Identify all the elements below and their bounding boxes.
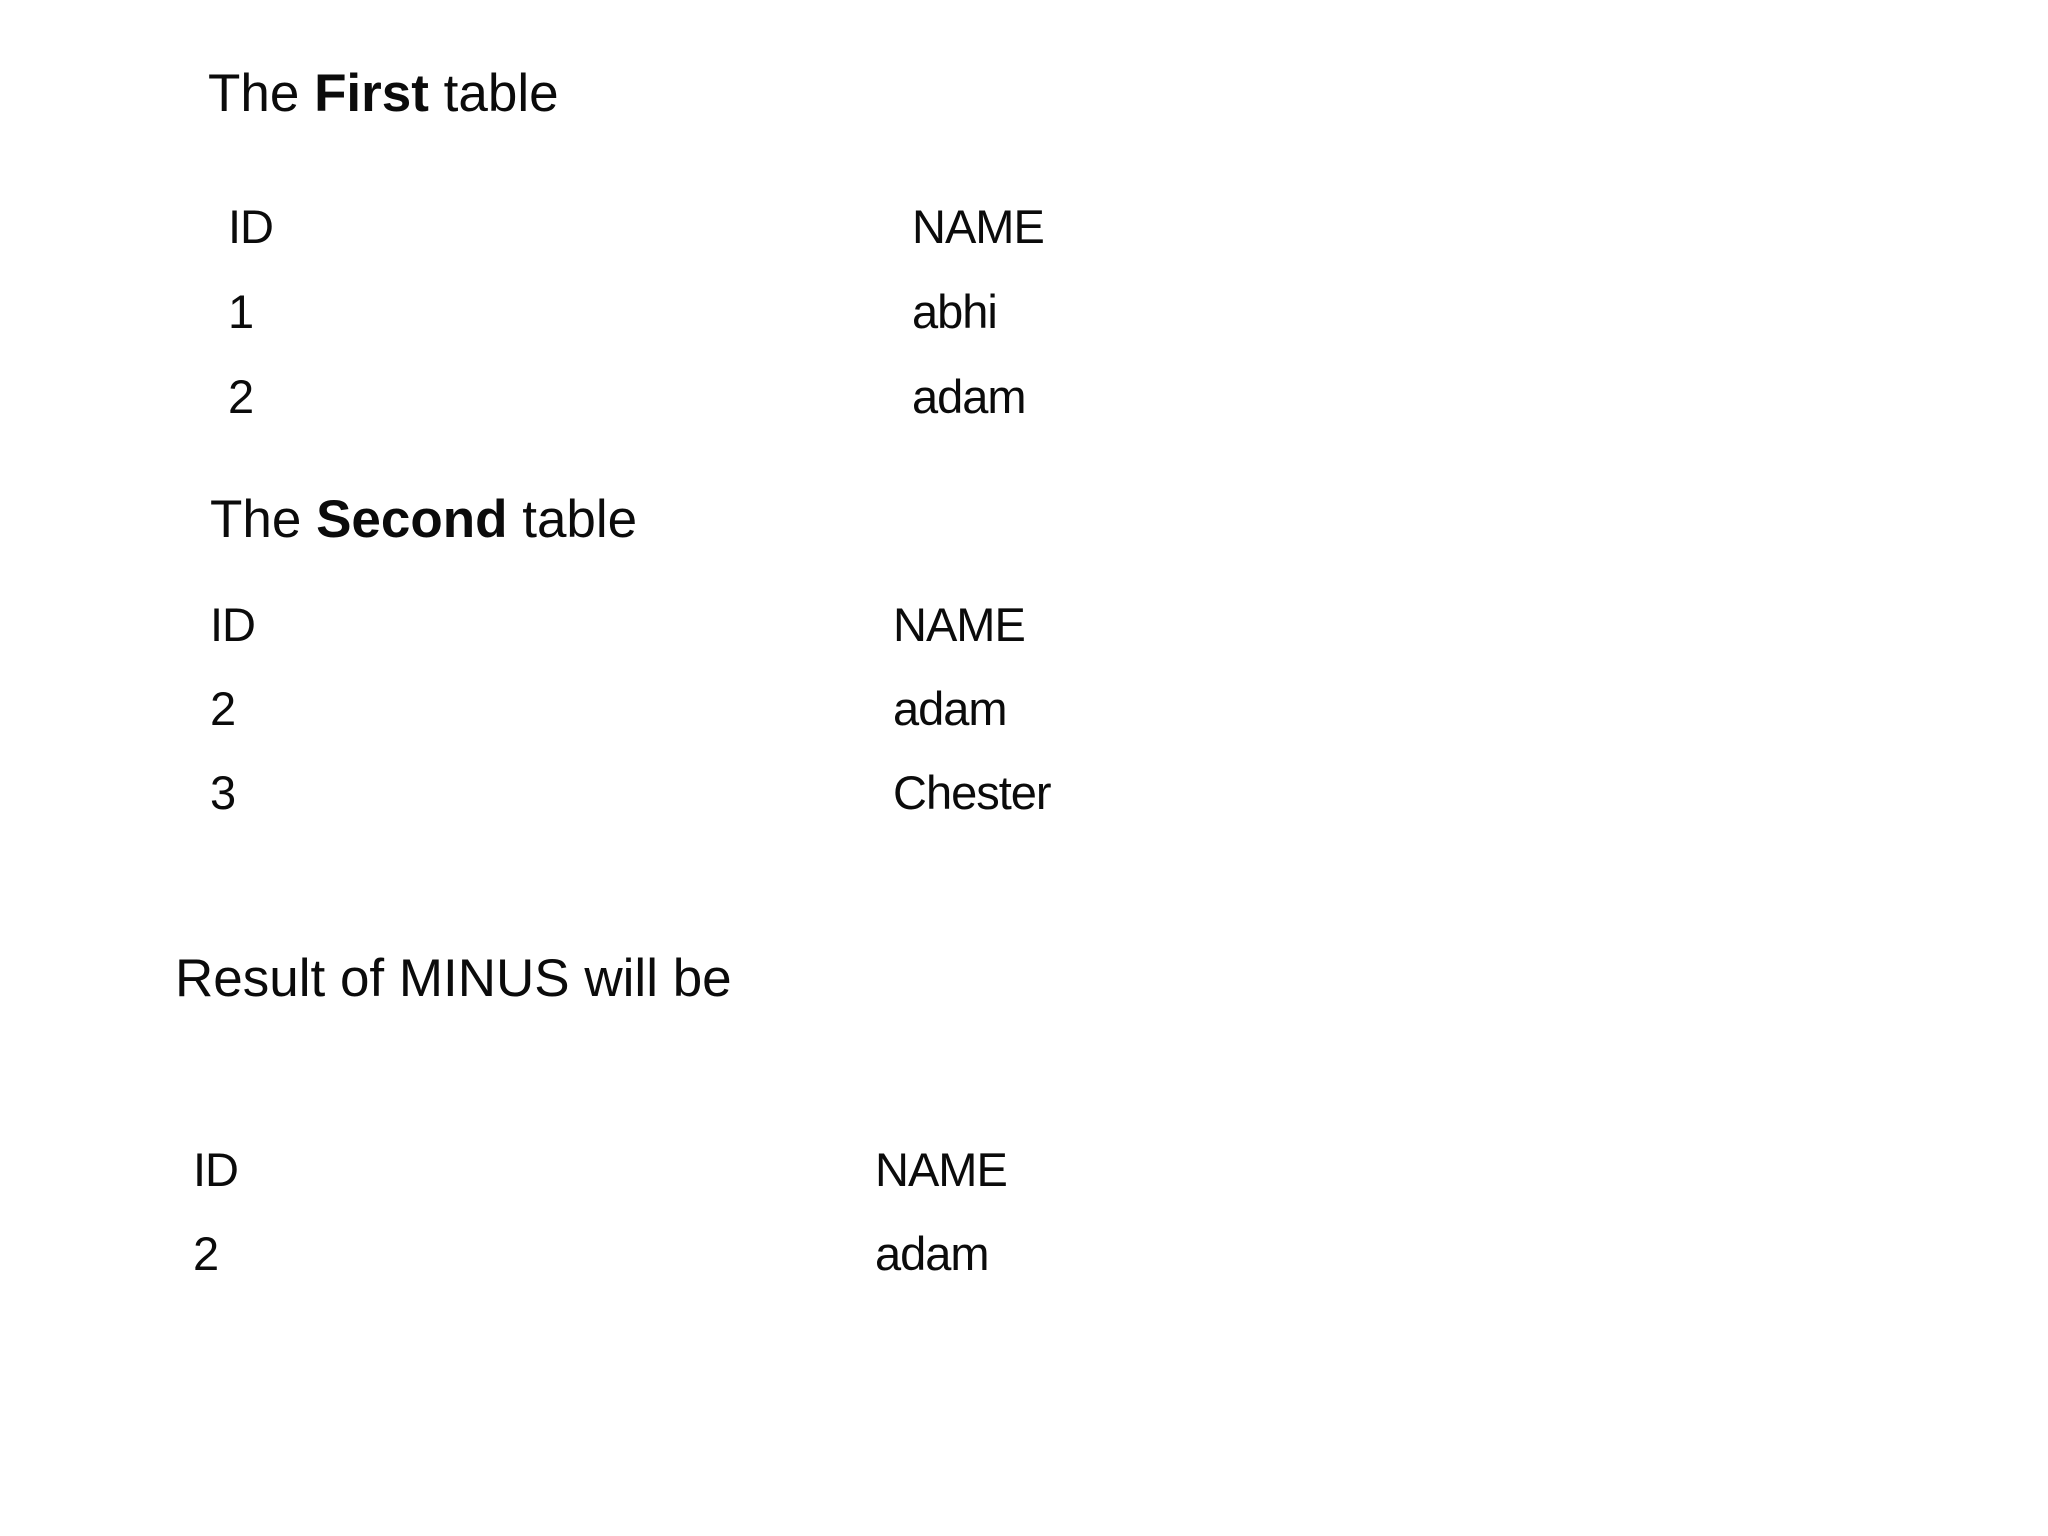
id-cell: 2: [210, 682, 236, 735]
id-cell: 2: [193, 1227, 219, 1280]
heading-suffix: table: [428, 64, 559, 123]
table-row: 2 adam: [210, 685, 1051, 769]
table-header-row: ID NAME: [228, 200, 1045, 288]
table-row: 2 adam: [228, 373, 1044, 458]
result-table: ID NAME 2 adam: [193, 1143, 1008, 1314]
table-row: 1 abhi: [228, 288, 1044, 373]
first-table: ID NAME 1 abhi 2 adam: [228, 200, 1045, 458]
table-header-row: ID NAME: [210, 601, 1051, 685]
id-cell: 2: [228, 370, 254, 423]
name-column-header: NAME: [875, 1143, 1008, 1196]
second-table: ID NAME 2 adam 3 Chester: [210, 601, 1052, 853]
name-cell: adam: [875, 1227, 990, 1280]
name-cell: adam: [912, 370, 1027, 423]
name-column-header: NAME: [912, 200, 1045, 253]
table-row: 2 adam: [193, 1230, 1007, 1314]
id-column-header: ID: [210, 598, 256, 651]
id-cell: 1: [228, 285, 254, 338]
heading-emphasis: Second: [316, 490, 508, 549]
id-column-header: ID: [228, 200, 274, 253]
table-header-row: ID NAME: [193, 1143, 1008, 1230]
name-column-header: NAME: [893, 598, 1026, 651]
heading-prefix: The: [208, 64, 315, 123]
heading-text: Result of MINUS will be: [175, 949, 732, 1008]
result-heading: Result of MINUS will be: [175, 952, 732, 1005]
heading-prefix: The: [210, 490, 317, 549]
id-column-header: ID: [193, 1143, 239, 1196]
second-table-heading: The Second table: [210, 493, 637, 546]
table-row: 3 Chester: [210, 766, 1052, 853]
first-table-heading: The First table: [208, 67, 559, 120]
name-cell: abhi: [912, 285, 998, 338]
heading-emphasis: First: [314, 64, 429, 123]
name-cell: adam: [893, 682, 1008, 735]
heading-suffix: table: [507, 490, 638, 549]
name-cell: Chester: [893, 766, 1052, 819]
id-cell: 3: [210, 766, 236, 819]
